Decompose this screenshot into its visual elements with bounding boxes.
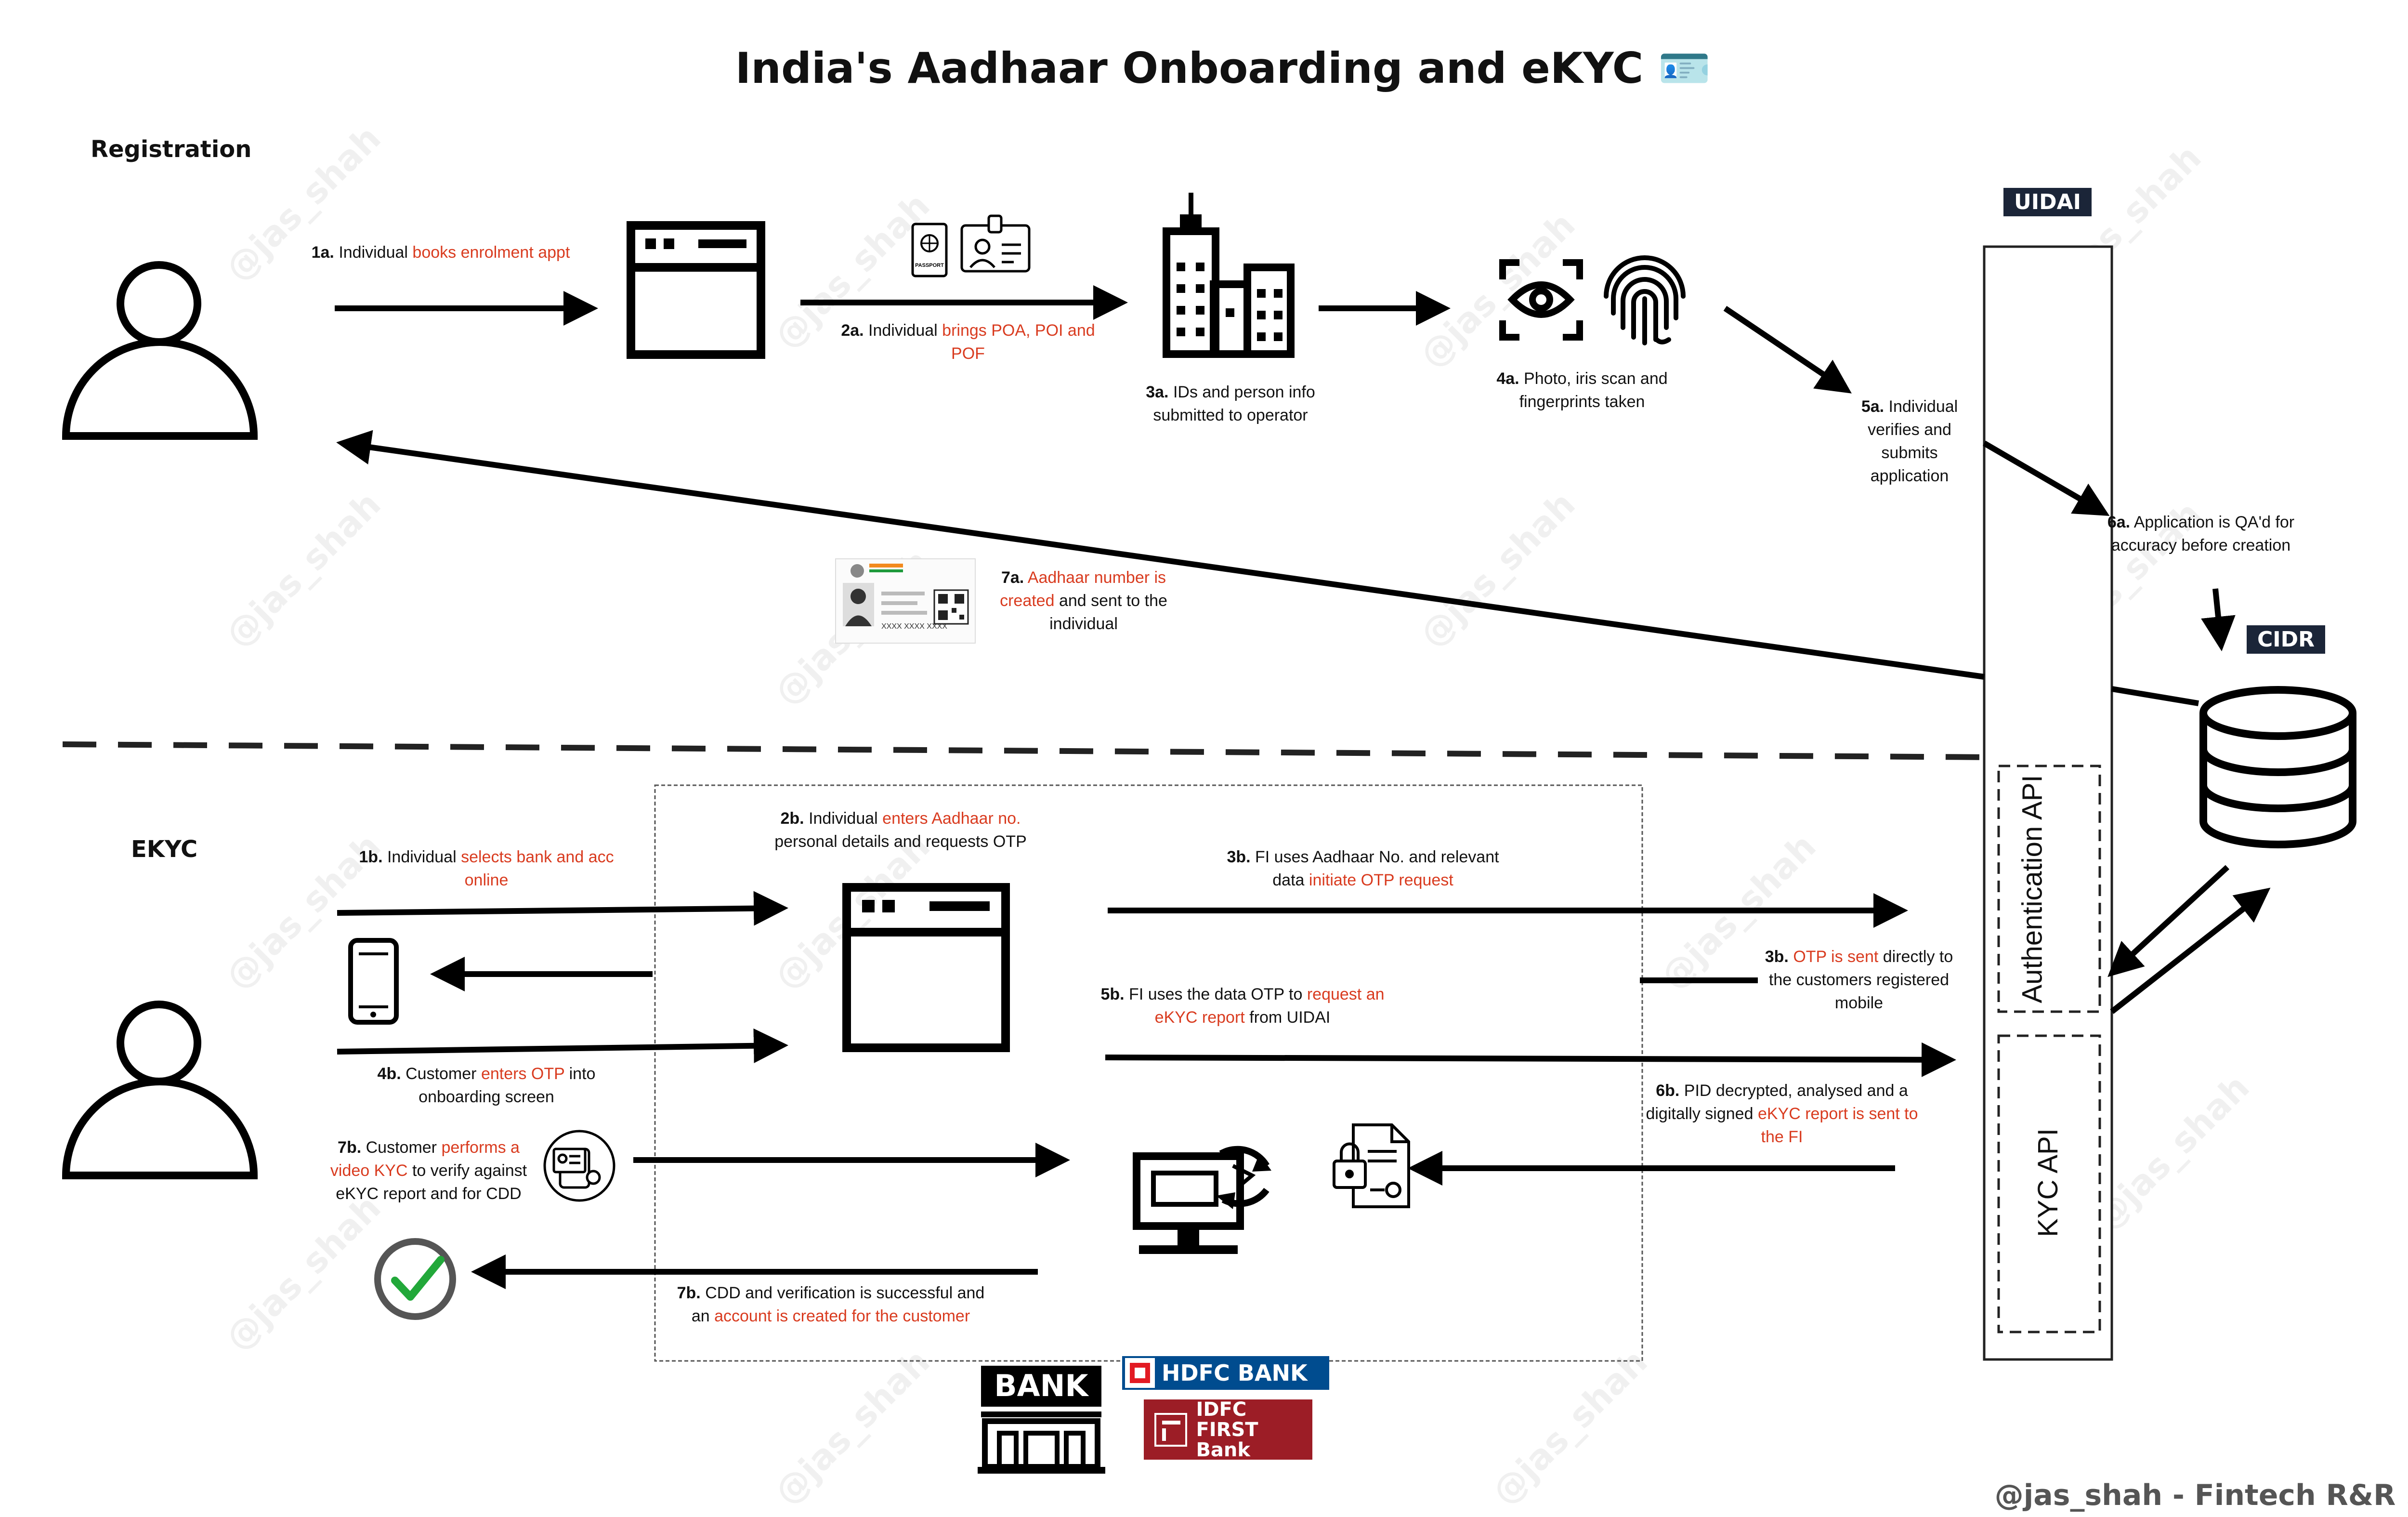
browser-window-icon: [842, 883, 1010, 1052]
kyc-api-label: KYC API: [2032, 1128, 2064, 1237]
authentication-api-label: Authentication API: [2016, 775, 2048, 1003]
browser-window-icon: [627, 221, 765, 359]
arrow-6a: [2201, 588, 2236, 651]
uidai-box: [1983, 245, 2113, 1361]
secure-document-icon: [1333, 1123, 1410, 1208]
arrow-5a: [1982, 440, 2110, 516]
fingerprint-icon: [1604, 255, 1686, 345]
step-7b-complete-label: 7b. CDD and verification is successful a…: [677, 1284, 985, 1325]
step-4a-label: 4a. Photo, iris scan and fingerprints ta…: [1496, 369, 1668, 411]
step-5a-label: 5a. Individual verifies and submits appl…: [1861, 397, 1958, 485]
kyc-api-box: [1997, 1034, 2101, 1333]
hdfc-bank-name: HDFC BANK: [1162, 1360, 1308, 1386]
aadhaar-card-icon: XXXX XXXX XXXX: [835, 558, 976, 644]
page-title: India's Aadhaar Onboarding and eKYC 🪪: [735, 43, 1711, 93]
arrow-api-to-cidr: [2110, 887, 2271, 1014]
hdfc-logo-icon: [1125, 1358, 1155, 1388]
computer-sync-icon: [1133, 1146, 1271, 1254]
window-dot: [645, 238, 656, 249]
step-3b-initiate-label: 3b. FI uses Aadhaar No. and relevant dat…: [1227, 848, 1499, 889]
step-3b-otp-label: 3b. OTP is sent directly to the customer…: [1765, 948, 1953, 1012]
step-6b-label: 6b. PID decrypted, analysed and a digita…: [1646, 1082, 1918, 1146]
arrow-4b: [337, 1028, 788, 1063]
hdfc-bank-logo: HDFC BANK: [1122, 1356, 1329, 1390]
cidr-badge: CIDR: [2247, 625, 2326, 654]
arrow-4a: [1723, 306, 1852, 394]
window-dot: [882, 900, 895, 912]
step-1a-label: 1a. Individual books enrolment appt: [311, 243, 570, 262]
step-2a-label: 2a. Individual brings POA, POI and POF: [841, 321, 1095, 363]
step-1b-label: 1b. Individual selects bank and acc onli…: [359, 848, 614, 889]
step-7a-label: 7a. Aadhaar number is created and sent t…: [1000, 568, 1167, 633]
svg-text:BANK: BANK: [994, 1368, 1089, 1403]
svg-text:PASSPORT: PASSPORT: [915, 263, 944, 268]
step-4b-label: 4b. Customer enters OTP into onboarding …: [377, 1065, 596, 1106]
uidai-badge: UIDAI: [2003, 188, 2092, 216]
id-card-icon: [960, 214, 1031, 273]
building-icon: [1163, 193, 1295, 358]
arrow-5b: [1105, 1042, 1956, 1077]
step-3a-label: 3a. IDs and person info submitted to ope…: [1146, 383, 1315, 424]
video-kyc-icon: [543, 1130, 615, 1202]
step-7b-video-label: 7b. Customer performs a video KYC to ver…: [330, 1138, 527, 1203]
authentication-api-box: [1997, 765, 2101, 1013]
footer-credit: @jas_shah - Fintech R&R ☕: [1994, 1478, 2408, 1512]
window-bar: [698, 239, 746, 248]
section-ekyc: EKYC: [131, 836, 198, 863]
idfc-logo-icon: [1154, 1412, 1188, 1447]
window-dot: [664, 238, 674, 249]
arrow-cidr-to-api: [2107, 865, 2230, 977]
window-bar: [929, 901, 990, 911]
bank-building-icon: BANK: [978, 1366, 1105, 1474]
passport-icon: PASSPORT: [911, 223, 948, 277]
step-2b-label: 2b. Individual enters Aadhaar no. person…: [774, 809, 1027, 851]
arrow-7a-return: [336, 430, 1985, 680]
mobile-phone-icon: [348, 938, 399, 1025]
person-icon: [62, 261, 258, 440]
step-5b-label: 5b. FI uses the data OTP to request an e…: [1100, 985, 1385, 1027]
person-icon: [62, 1001, 258, 1179]
eye-scan-icon: [1499, 259, 1583, 341]
arrow-1b: [337, 891, 788, 926]
svg-text:XXXX XXXX XXXX: XXXX XXXX XXXX: [881, 622, 947, 631]
database-icon: [2199, 686, 2356, 848]
section-registration: Registration: [91, 136, 252, 163]
step-6a-label: 6a. Application is QA'd for accuracy bef…: [2107, 513, 2295, 554]
section-divider: [62, 741, 1999, 760]
success-check-icon: [374, 1238, 456, 1320]
window-dot: [862, 900, 875, 912]
arrow-7a: [2111, 686, 2199, 706]
